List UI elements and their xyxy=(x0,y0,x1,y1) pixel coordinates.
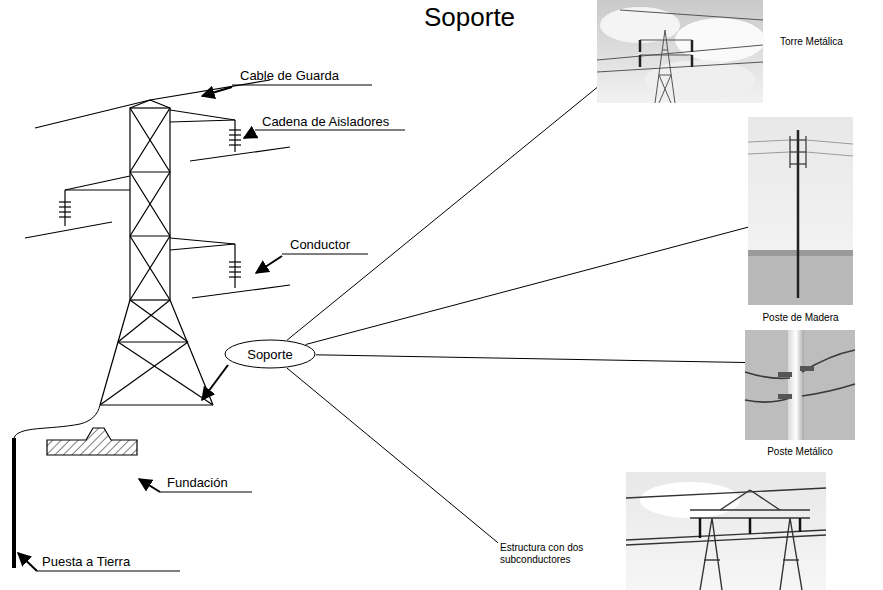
part-label: Cadena de Aisladores xyxy=(262,114,389,129)
foundation-block xyxy=(47,428,137,455)
ground-rod xyxy=(12,438,16,568)
steel-pole-photo xyxy=(745,330,855,440)
photo-caption: Poste Metálico xyxy=(745,446,855,458)
photo-caption: Torre Metálica xyxy=(780,36,843,48)
photo-panel: Poste de Madera xyxy=(748,117,853,329)
tower-photo xyxy=(597,0,765,103)
photo-panel: Torre Metálica xyxy=(597,0,877,103)
photo-panel: Estructura con dos subconductores xyxy=(498,472,828,590)
part-label: Fundación xyxy=(167,475,228,490)
diagram-title: Soporte xyxy=(424,2,515,32)
connector-line xyxy=(306,227,748,344)
connector-line xyxy=(287,368,498,543)
photo-caption: Estructura con dos subconductores xyxy=(500,542,608,566)
wood-pole-photo xyxy=(748,117,853,305)
part-label: Conductor xyxy=(290,237,350,252)
photo-panel: Poste Metálico xyxy=(745,330,855,460)
node-text: Soporte xyxy=(247,347,293,362)
leader-lines xyxy=(18,85,405,571)
double-conductor-structure-photo xyxy=(626,472,826,590)
ellipse-shape xyxy=(225,340,315,368)
part-label: Cable de Guarda xyxy=(240,68,339,83)
part-label: Puesta a Tierra xyxy=(42,554,130,569)
support-ellipse: Soporte xyxy=(224,339,316,369)
ground-wire xyxy=(14,405,100,438)
photo-caption: Poste de Madera xyxy=(748,312,853,324)
connector-line xyxy=(316,355,745,363)
